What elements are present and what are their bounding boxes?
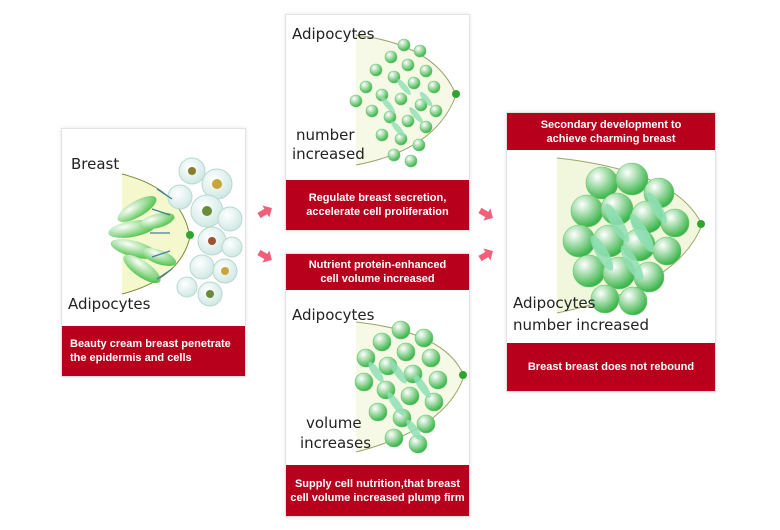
number-increased-label: number increased (513, 316, 650, 334)
header-line: Secondary development to (540, 118, 682, 131)
panel-number-increased: Adipocytes number increased Regulate bre… (285, 14, 470, 231)
number-label: number (296, 126, 355, 144)
header-bar: Nutrient protein-enhanced cell volume in… (286, 254, 469, 290)
breast-penetration-illustration (108, 157, 243, 307)
cell-volume-illustration (354, 320, 467, 454)
panel-volume-increased: Nutrient protein-enhanced cell volume in… (285, 253, 470, 517)
charming-breast-illustration (556, 157, 705, 316)
caption-line: Supply cell nutrition,that breast (294, 477, 460, 490)
caption-bar: Supply cell nutrition,that breast cell v… (286, 465, 469, 516)
caption-line: accelerate cell proliferation (306, 206, 449, 218)
caption-line: Regulate breast secretion, (308, 192, 447, 204)
caption-bar: Regulate breast secretion, accelerate ce… (286, 180, 469, 230)
caption-line: Breast breast does not rebound (527, 361, 695, 373)
increases-label: increases (300, 434, 372, 452)
adipocytes-label: Adipocytes (513, 294, 596, 312)
caption-line: cell volume increased plump firm (290, 491, 465, 504)
arrow-right-icon (257, 205, 272, 219)
adipocytes-label: Adipocytes (68, 295, 151, 313)
header-line: achieve charming breast (546, 132, 676, 145)
increased-label: increased (292, 145, 365, 163)
caption-line: the epidermis and cells (70, 352, 192, 364)
cell-number-illustration (349, 34, 460, 168)
arrow-right-icon (257, 249, 272, 263)
volume-label: volume (306, 414, 362, 432)
caption-bar: Beauty cream breast penetrate the epider… (62, 326, 245, 376)
arrow-right-icon (478, 248, 493, 262)
adipocytes-label: Adipocytes (292, 25, 375, 43)
caption-line: Beauty cream breast penetrate (70, 338, 231, 350)
adipocytes-label: Adipocytes (292, 306, 375, 324)
header-line: Nutrient protein-enhanced (308, 259, 447, 271)
breast-label: Breast (71, 155, 120, 173)
header-line: cell volume increased (320, 273, 435, 285)
caption-bar: Breast breast does not rebound (507, 343, 715, 391)
arrow-right-icon (478, 207, 493, 221)
header-bar: Secondary development to achieve charmin… (507, 113, 715, 150)
panel-cream-penetration: Breast Adipocytes Beauty cream breast pe… (61, 128, 246, 377)
panel-charming-breast: Secondary development to achieve charmin… (506, 112, 716, 392)
